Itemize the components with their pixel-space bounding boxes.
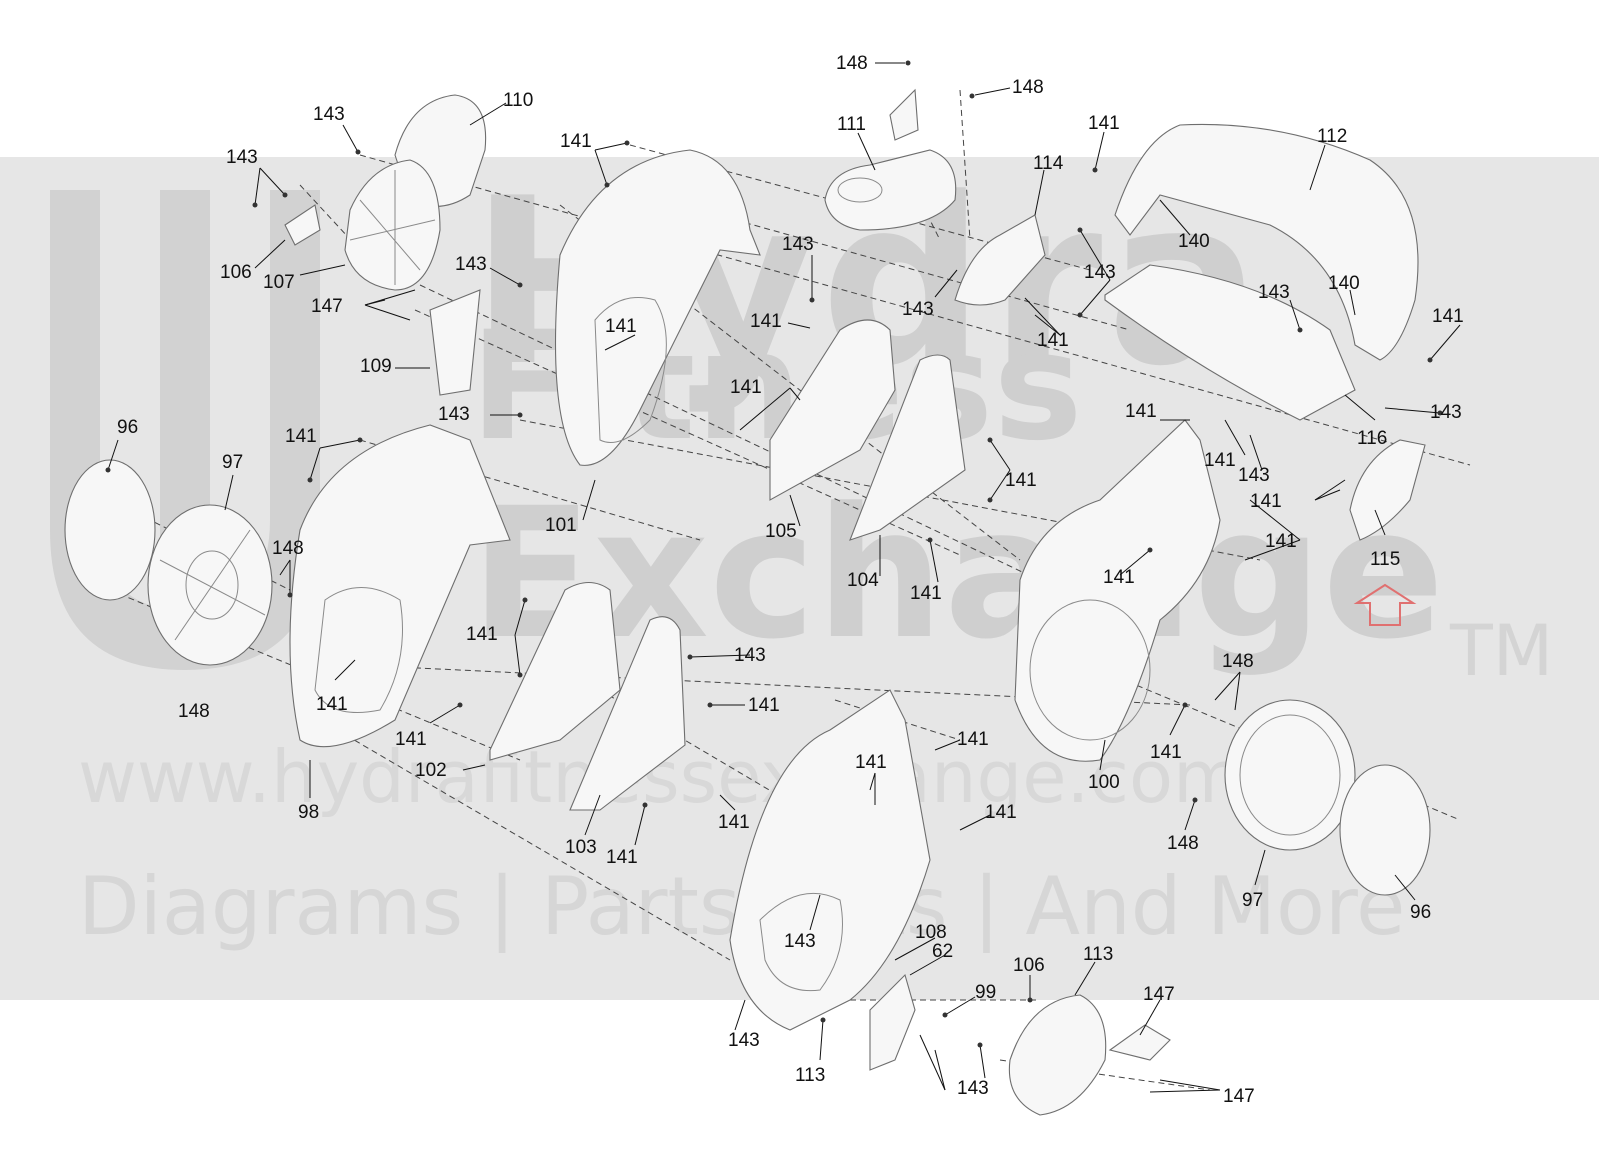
- callout-148: 148: [272, 538, 304, 559]
- callout-141: 141: [1250, 491, 1282, 512]
- callout-143: 143: [438, 404, 470, 425]
- callout-96: 96: [1410, 902, 1431, 923]
- callout-140: 140: [1328, 273, 1360, 294]
- callout-109: 109: [360, 356, 392, 377]
- callout-141: 141: [1088, 113, 1120, 134]
- callout-141: 141: [1150, 742, 1182, 763]
- leader-lines: [107, 62, 1461, 1093]
- callout-113: 106: [1013, 955, 1045, 976]
- callout-148: 148: [836, 53, 868, 74]
- watermark-trademark: TM: [1450, 610, 1554, 692]
- callout-112: 112: [1317, 126, 1347, 147]
- callout-141: 141: [1204, 450, 1236, 471]
- callout-141: 141: [730, 377, 762, 398]
- callout-141: 141: [466, 624, 498, 645]
- callout-141: 141: [855, 752, 887, 773]
- callout-141: 141: [910, 583, 942, 604]
- callout-97: 97: [1242, 890, 1263, 911]
- callout-62: 113: [1083, 944, 1113, 965]
- callout-141: 141: [1432, 306, 1464, 327]
- callout-98: 98: [298, 802, 319, 823]
- callout-143: 143: [455, 254, 487, 275]
- callout-113: 143: [957, 1078, 989, 1099]
- callout-101: 101: [545, 515, 577, 536]
- callout-114: 114: [1033, 153, 1064, 174]
- watermark-exchange: Exchange: [470, 470, 1445, 679]
- callout-141: 141: [1125, 401, 1157, 422]
- callout-104: 104: [847, 570, 879, 591]
- callout-143: 143: [1084, 262, 1116, 283]
- callout-148: 148: [178, 701, 210, 722]
- callout-141: 141: [748, 695, 780, 716]
- callout-141: 141: [395, 729, 427, 750]
- callout-106: 147: [1143, 984, 1175, 1005]
- callout-labels: 148 148 110 111 143 141 141 112 114 143 …: [117, 53, 1464, 1107]
- callout-143: 143: [226, 147, 258, 168]
- fastener-dots: [105, 60, 1443, 1048]
- callout-148: 148: [1222, 651, 1254, 672]
- callout-141: 141: [560, 131, 592, 152]
- callout-143: 147: [1223, 1086, 1255, 1107]
- callout-143: 143: [1238, 465, 1270, 486]
- callout-141: 141: [316, 694, 348, 715]
- callout-148: 148: [1012, 77, 1044, 98]
- callout-100: 100: [1088, 772, 1120, 793]
- callout-143: 143: [784, 931, 816, 952]
- callout-141: 141: [285, 426, 317, 447]
- callout-141: 141: [1265, 531, 1297, 552]
- callout-96: 96: [117, 417, 138, 438]
- callout-148: 148: [1167, 833, 1199, 854]
- callout-141: 108: [915, 922, 947, 943]
- callout-115: 115: [1370, 549, 1400, 570]
- callout-103: 103: [565, 837, 597, 858]
- highlight-arrow-icon: [1353, 583, 1417, 626]
- callout-141: 141: [750, 311, 782, 332]
- callout-143: 143: [313, 104, 345, 125]
- callout-108: 62: [932, 941, 953, 962]
- callout-143: 143: [1258, 282, 1290, 303]
- callout-141: 141: [606, 847, 638, 868]
- callout-141: 141: [605, 316, 637, 337]
- part-shapes: [64, 88, 1431, 1116]
- callout-147: 147: [311, 296, 343, 317]
- callout-97: 97: [222, 452, 243, 473]
- callout-99: 143: [728, 1030, 760, 1051]
- callout-143: 143: [1430, 402, 1462, 423]
- callout-102: 102: [415, 760, 447, 781]
- callout-141: 141: [718, 812, 750, 833]
- callout-140: 140: [1178, 231, 1210, 252]
- callout-110: 110: [503, 90, 533, 111]
- callout-147: 99: [975, 982, 996, 1003]
- callout-105: 105: [765, 521, 797, 542]
- callout-111: 111: [837, 114, 866, 135]
- callout-143: 143: [902, 299, 934, 320]
- callout-141: 141: [1037, 330, 1069, 351]
- callout-143: 143: [734, 645, 766, 666]
- callout-116: 116: [1357, 428, 1387, 449]
- callout-141: 141: [1005, 470, 1037, 491]
- callout-143: 143: [782, 234, 814, 255]
- callout-141: 141: [985, 802, 1017, 823]
- callout-143: 113: [795, 1065, 825, 1086]
- callout-141: 141: [1103, 567, 1135, 588]
- callout-141: 141: [957, 729, 989, 750]
- callout-106: 106: [220, 262, 252, 283]
- callout-107: 107: [263, 272, 295, 293]
